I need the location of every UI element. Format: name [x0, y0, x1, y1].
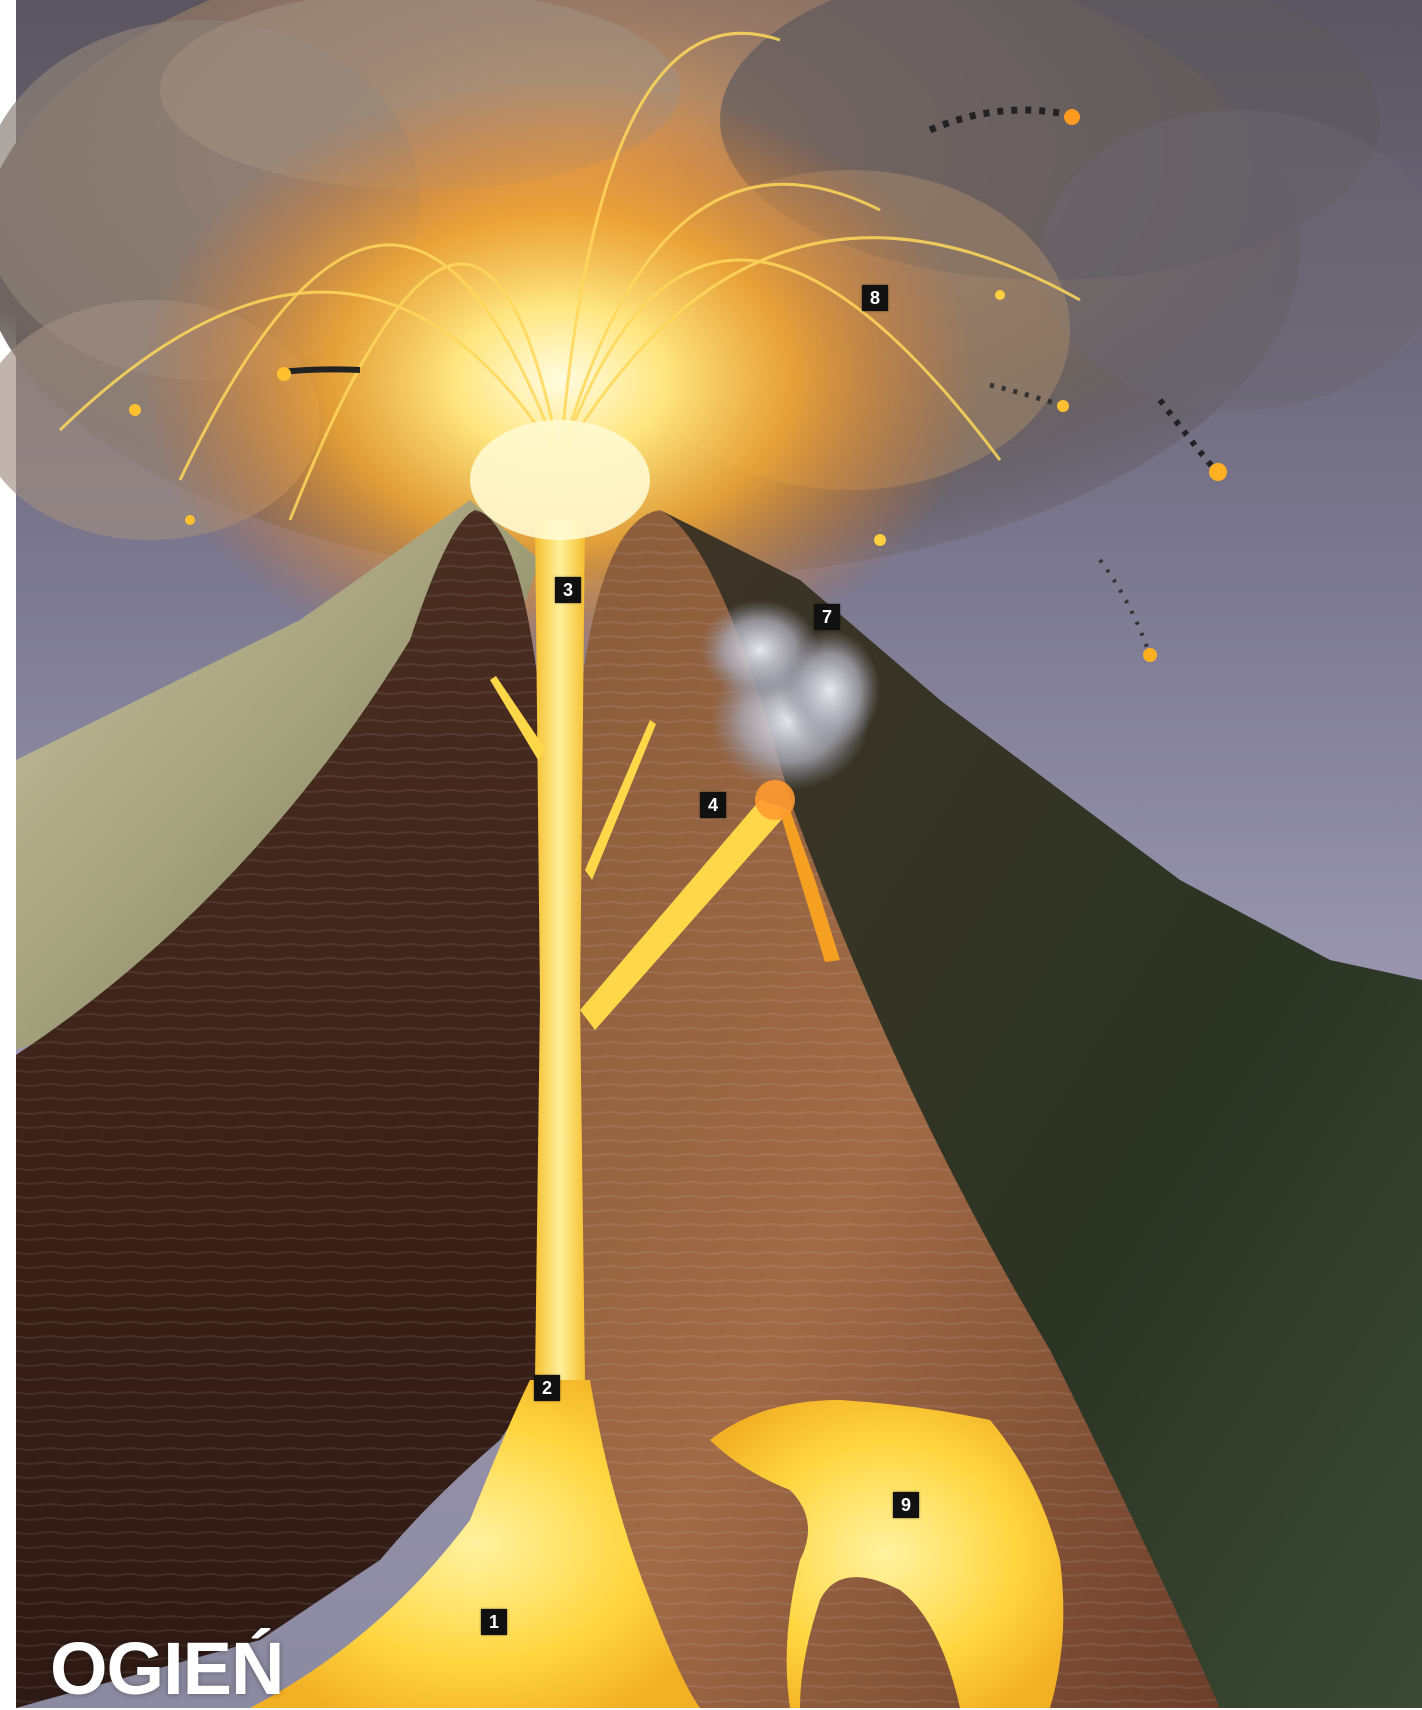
- marker-3-main-vent: 3: [555, 577, 581, 603]
- marker-4-side-vent: 4: [700, 792, 726, 818]
- marker-8-ash-cloud: 8: [862, 285, 888, 311]
- marker-9-secondary-chamber: 9: [893, 1492, 919, 1518]
- marker-2-conduit-base: 2: [534, 1375, 560, 1401]
- marker-1-magma-chamber: 1: [481, 1609, 507, 1635]
- side-vent-glow: [755, 780, 795, 820]
- marker-7-fumarole: 7: [814, 604, 840, 630]
- page-title: OGIEŃ: [50, 1632, 283, 1706]
- main-vent-conduit: [535, 520, 585, 1380]
- crater-glow: [470, 420, 650, 540]
